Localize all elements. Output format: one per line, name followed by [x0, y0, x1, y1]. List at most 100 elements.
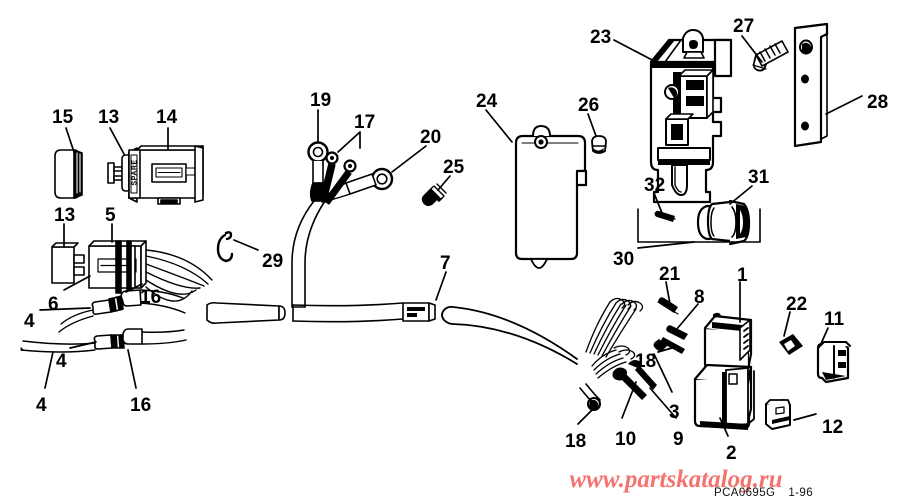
callout-3: 3	[669, 402, 680, 423]
callout-30: 30	[613, 249, 635, 270]
callout-15: 15	[52, 107, 74, 128]
part-23-mounting-bracket	[649, 29, 733, 204]
leader-23	[613, 39, 657, 63]
leader-10	[621, 381, 637, 419]
part-1-relay-upper	[703, 312, 753, 375]
callout-2: 2	[726, 443, 737, 464]
part-27-hex-bolt	[752, 40, 789, 72]
callout-18-lower: 18	[565, 431, 587, 452]
part-code-footer: PCA0695G 1-96	[714, 487, 813, 499]
callout-13-upper: 13	[98, 107, 120, 128]
part-11-connector-housing	[816, 341, 851, 384]
wire-4-upper	[58, 309, 94, 333]
leader-lines	[39, 35, 863, 437]
leader-18b	[577, 409, 593, 425]
part-12-small-seal	[765, 399, 791, 430]
callout-16-lower: 16	[130, 395, 152, 416]
callout-11: 11	[824, 309, 845, 330]
main-cable-left-sheath	[206, 301, 286, 324]
part-2-relay-lower	[693, 363, 755, 430]
part-code-value: PCA0695G	[714, 487, 776, 499]
leader-4c	[44, 351, 54, 389]
callout-13-lower: 13	[54, 205, 76, 226]
leader-30	[637, 241, 695, 249]
leader-15	[65, 127, 75, 153]
terminal-group-19-17-20	[307, 141, 394, 205]
part-14-fuse-block	[128, 145, 204, 205]
group-bracket-30	[637, 208, 761, 243]
leader-4a	[39, 307, 91, 311]
leader-13a	[109, 127, 125, 155]
callout-28: 28	[867, 92, 889, 113]
callout-14: 14	[156, 107, 178, 128]
callout-19: 19	[310, 90, 332, 111]
callout-6: 6	[48, 294, 59, 315]
callout-20: 20	[420, 127, 442, 148]
leader-2	[719, 417, 729, 437]
part-21-pin	[657, 297, 679, 315]
part-15-boot	[54, 149, 83, 199]
leader-29	[233, 239, 259, 251]
part-13-lower-connector	[51, 242, 85, 284]
leader-24	[485, 109, 513, 143]
leader-17	[337, 131, 361, 153]
callout-27: 27	[733, 16, 755, 37]
spare-fuse-marking: SPARE	[131, 159, 139, 186]
part-code-revision: 1-96	[788, 487, 813, 499]
main-harness-trunk-right	[292, 302, 578, 365]
leader-28	[825, 95, 863, 115]
harness-branch-wires-right	[585, 297, 644, 379]
part-16-lower-bullet-connector	[93, 328, 187, 350]
leader-21	[665, 281, 671, 305]
leader-3	[653, 353, 673, 393]
leader-31	[729, 185, 753, 205]
site-watermark: www.partskatalog.ru	[569, 466, 783, 493]
leader-8	[675, 303, 699, 331]
callout-1: 1	[737, 265, 748, 286]
callout-4-c: 4	[36, 395, 47, 416]
callout-26: 26	[578, 95, 600, 116]
part-16-upper-bullet-connector	[91, 289, 186, 315]
callout-32: 32	[644, 175, 666, 196]
leader-18a	[657, 347, 673, 353]
callout-4-a: 4	[24, 311, 35, 332]
terminal-harness-cable	[291, 200, 326, 308]
part-31-round-connector	[696, 199, 751, 246]
callout-17: 17	[354, 112, 376, 133]
callout-4-b: 4	[56, 351, 67, 372]
callout-5: 5	[105, 205, 116, 226]
callout-8: 8	[694, 287, 705, 308]
callout-31: 31	[748, 167, 770, 188]
leader-32	[653, 192, 663, 214]
callout-10: 10	[615, 429, 637, 450]
callout-12: 12	[822, 417, 844, 438]
leader-16a	[125, 283, 143, 293]
part-28-mounting-plate	[793, 22, 829, 148]
leader-6	[63, 275, 91, 291]
leader-7	[435, 271, 447, 301]
leader-16b	[127, 349, 137, 389]
callout-22: 22	[786, 294, 808, 315]
leader-12	[793, 413, 817, 421]
callout-25: 25	[443, 157, 465, 178]
callout-16-upper: 16	[140, 287, 162, 308]
part-8-pin	[666, 325, 688, 340]
leader-4b	[69, 341, 97, 349]
part-24-power-pack-module	[514, 125, 588, 269]
callout-29: 29	[262, 251, 284, 272]
callout-21: 21	[659, 264, 681, 285]
leader-25	[437, 175, 451, 191]
part-22-seal-gasket	[779, 334, 803, 355]
leader-20	[391, 145, 427, 173]
part-32-pin	[654, 210, 676, 222]
callout-23: 23	[590, 27, 612, 48]
leader-27	[741, 35, 763, 63]
callout-7: 7	[440, 253, 451, 274]
callout-9: 9	[673, 429, 684, 450]
part-25-screw	[421, 183, 447, 207]
leader-11	[819, 327, 829, 347]
leader-26	[587, 113, 597, 137]
part-5-harness-connector	[88, 240, 147, 294]
